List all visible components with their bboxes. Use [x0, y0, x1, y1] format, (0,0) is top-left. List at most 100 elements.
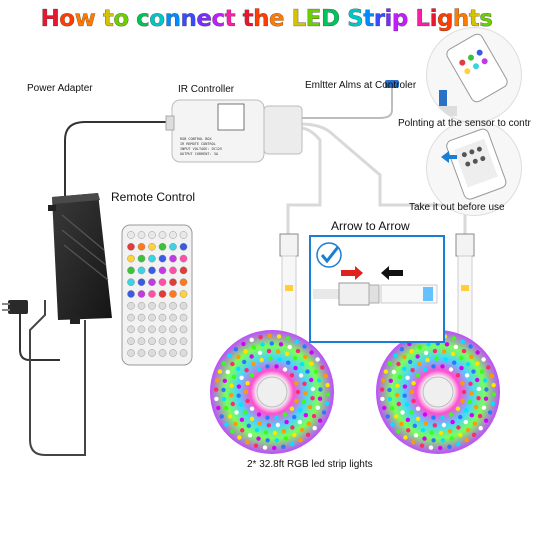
remote-button: [158, 254, 167, 263]
led-dot: [383, 369, 389, 374]
led-dot: [272, 430, 278, 436]
remote-button: [169, 349, 177, 357]
led-dot: [419, 443, 425, 448]
led-dot: [247, 433, 253, 438]
remote-button: [127, 242, 135, 251]
remote-button: [137, 266, 146, 275]
led-dot: [221, 387, 226, 393]
inset-take-out-tab: [426, 120, 522, 216]
led-dot: [236, 354, 241, 360]
led-dot: [402, 393, 407, 398]
led-dot: [237, 435, 242, 440]
led-dot: [455, 373, 461, 378]
remote-button: [179, 290, 188, 298]
led-dot: [399, 421, 404, 427]
reel-hub: [422, 376, 454, 408]
led-dot: [303, 413, 308, 418]
remote-button: [137, 325, 146, 334]
led-dot: [243, 410, 248, 415]
led-dot: [482, 378, 488, 383]
remote-button: [169, 290, 177, 298]
led-dot: [425, 357, 430, 363]
led-dot: [274, 364, 279, 369]
led-dot: [426, 342, 431, 347]
led-dot: [409, 410, 414, 415]
led-dot: [217, 369, 223, 374]
remote-button: [137, 254, 146, 263]
led-dot: [272, 445, 277, 451]
led-dot: [490, 401, 495, 406]
led-dot: [284, 419, 289, 425]
led-dot: [289, 406, 295, 411]
remote-button: [137, 313, 146, 322]
led-dot: [469, 354, 474, 359]
remote-button: [169, 254, 177, 263]
led-dot: [461, 348, 467, 354]
led-dot: [438, 430, 444, 436]
led-dot: [382, 405, 387, 411]
led-dot: [428, 445, 434, 450]
led-dot: [225, 369, 230, 375]
remote-button: [148, 266, 156, 275]
remote-button: [127, 278, 135, 287]
black-arrow-icon: [381, 266, 403, 280]
label-take-out: Take it out before use: [409, 202, 505, 213]
led-dot: [468, 344, 473, 349]
led-dot: [379, 387, 385, 392]
remote-button: [158, 290, 167, 298]
led-dot: [299, 362, 305, 367]
led-dot: [393, 414, 399, 419]
led-dot: [214, 396, 219, 402]
remote-button: [137, 337, 146, 346]
led-dot: [463, 408, 469, 413]
svg-text:IR REMOTE CONTROL: IR REMOTE CONTROL: [180, 142, 216, 146]
led-dot: [295, 389, 301, 395]
led-dot: [292, 432, 297, 438]
remote-button: [127, 337, 135, 346]
remote-button: [148, 278, 156, 287]
led-dot: [442, 349, 447, 354]
led-dot: [293, 365, 298, 371]
svg-text:OUTPUT CURRENT: 3A: OUTPUT CURRENT: 3A: [180, 152, 219, 156]
label-ir-controller: IR Controller: [178, 84, 235, 95]
led-dot: [313, 369, 319, 374]
remote-control: [121, 224, 193, 366]
svg-text:INPUT VOLTAGE: DC12V: INPUT VOLTAGE: DC12V: [180, 147, 223, 151]
led-dot: [477, 413, 483, 419]
arrow-alignment-illustration: [313, 242, 438, 306]
led-dot: [417, 361, 422, 367]
led-dot: [236, 366, 241, 371]
remote-button: [127, 349, 135, 357]
led-dot: [385, 414, 390, 419]
led-dot: [215, 378, 220, 383]
led-dot: [440, 364, 445, 369]
led-dot: [415, 373, 421, 378]
led-dot: [315, 405, 321, 410]
led-dot: [423, 350, 429, 355]
led-dot: [464, 373, 470, 378]
page-title: How to connect the LED Strip Lights: [0, 6, 533, 32]
led-dot: [227, 353, 232, 358]
remote-button: [127, 313, 135, 322]
led-dot: [233, 421, 238, 427]
led-dot: [447, 429, 453, 434]
led-dot: [417, 344, 422, 350]
led-dot: [231, 374, 237, 380]
remote-button: [179, 242, 188, 251]
led-dot: [256, 367, 262, 372]
led-dot: [268, 356, 273, 361]
led-dot: [468, 381, 473, 386]
remote-button: [179, 325, 188, 334]
remote-button: [179, 349, 188, 357]
label-emitter: Emltter Alms at Controler: [305, 80, 417, 91]
remote-button: [148, 313, 156, 322]
led-dot: [266, 348, 272, 354]
led-dot: [294, 398, 299, 404]
led-dot: [317, 418, 323, 423]
led-dot: [239, 417, 245, 422]
led-dot: [464, 437, 469, 443]
led-dot: [297, 419, 302, 425]
led-dot: [459, 365, 464, 371]
led-dot: [242, 359, 247, 365]
